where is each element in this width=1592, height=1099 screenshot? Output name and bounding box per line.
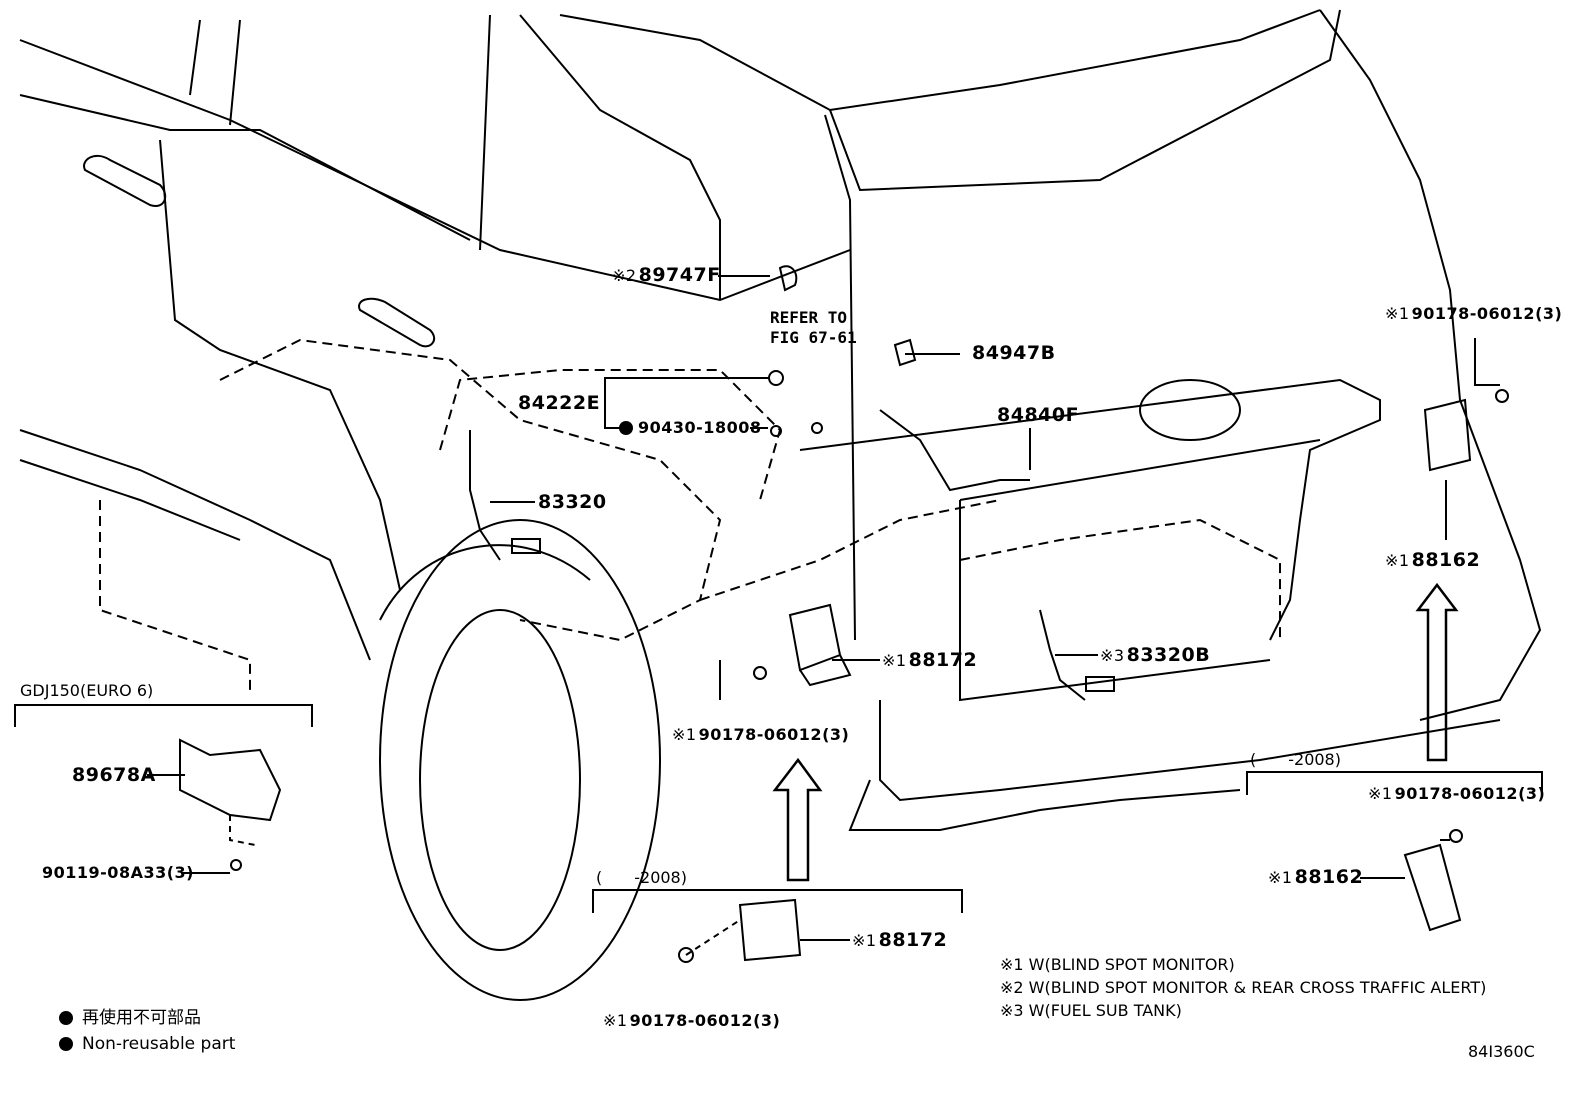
label-89678A: 89678A bbox=[72, 764, 156, 786]
bsm-unit-detail-bottom bbox=[738, 898, 802, 962]
label-90430-18008: 90430-18008 bbox=[638, 418, 762, 437]
group-gdj150: GDJ150(EURO 6) bbox=[20, 681, 154, 700]
bsm-unit-detail-right bbox=[1403, 843, 1462, 932]
group-range-right: ( -2008) bbox=[1250, 750, 1341, 769]
note-1: ※1 W(BLIND SPOT MONITOR) bbox=[1000, 955, 1235, 974]
legend-bullet-en bbox=[59, 1037, 73, 1051]
label-90119-08A33: 90119-08A33(3) bbox=[42, 863, 194, 882]
note-3: ※3 W(FUEL SUB TANK) bbox=[1000, 1001, 1182, 1020]
bsm-unit-right bbox=[1423, 398, 1472, 472]
label-83320: 83320 bbox=[538, 491, 607, 513]
legend-en: Non-reusable part bbox=[82, 1034, 236, 1054]
legend-bullet-jp bbox=[59, 1011, 73, 1025]
refer-line2: FIG 67-61 bbox=[770, 328, 857, 347]
figure-code: 84I360C bbox=[1468, 1042, 1535, 1061]
refer-line1: REFER TO bbox=[770, 308, 848, 327]
legend-jp: 再使用不可部品 bbox=[82, 1008, 201, 1028]
non-reusable-marker bbox=[619, 421, 633, 435]
group-range-bottom: ( -2008) bbox=[596, 868, 687, 887]
note-2: ※2 W(BLIND SPOT MONITOR & REAR CROSS TRA… bbox=[1000, 978, 1487, 997]
label-84947B: 84947B bbox=[972, 342, 1056, 364]
bsm-unit-left bbox=[788, 603, 852, 687]
label-84222E: 84222E bbox=[518, 392, 601, 414]
label-84840F: 84840F bbox=[997, 404, 1080, 426]
